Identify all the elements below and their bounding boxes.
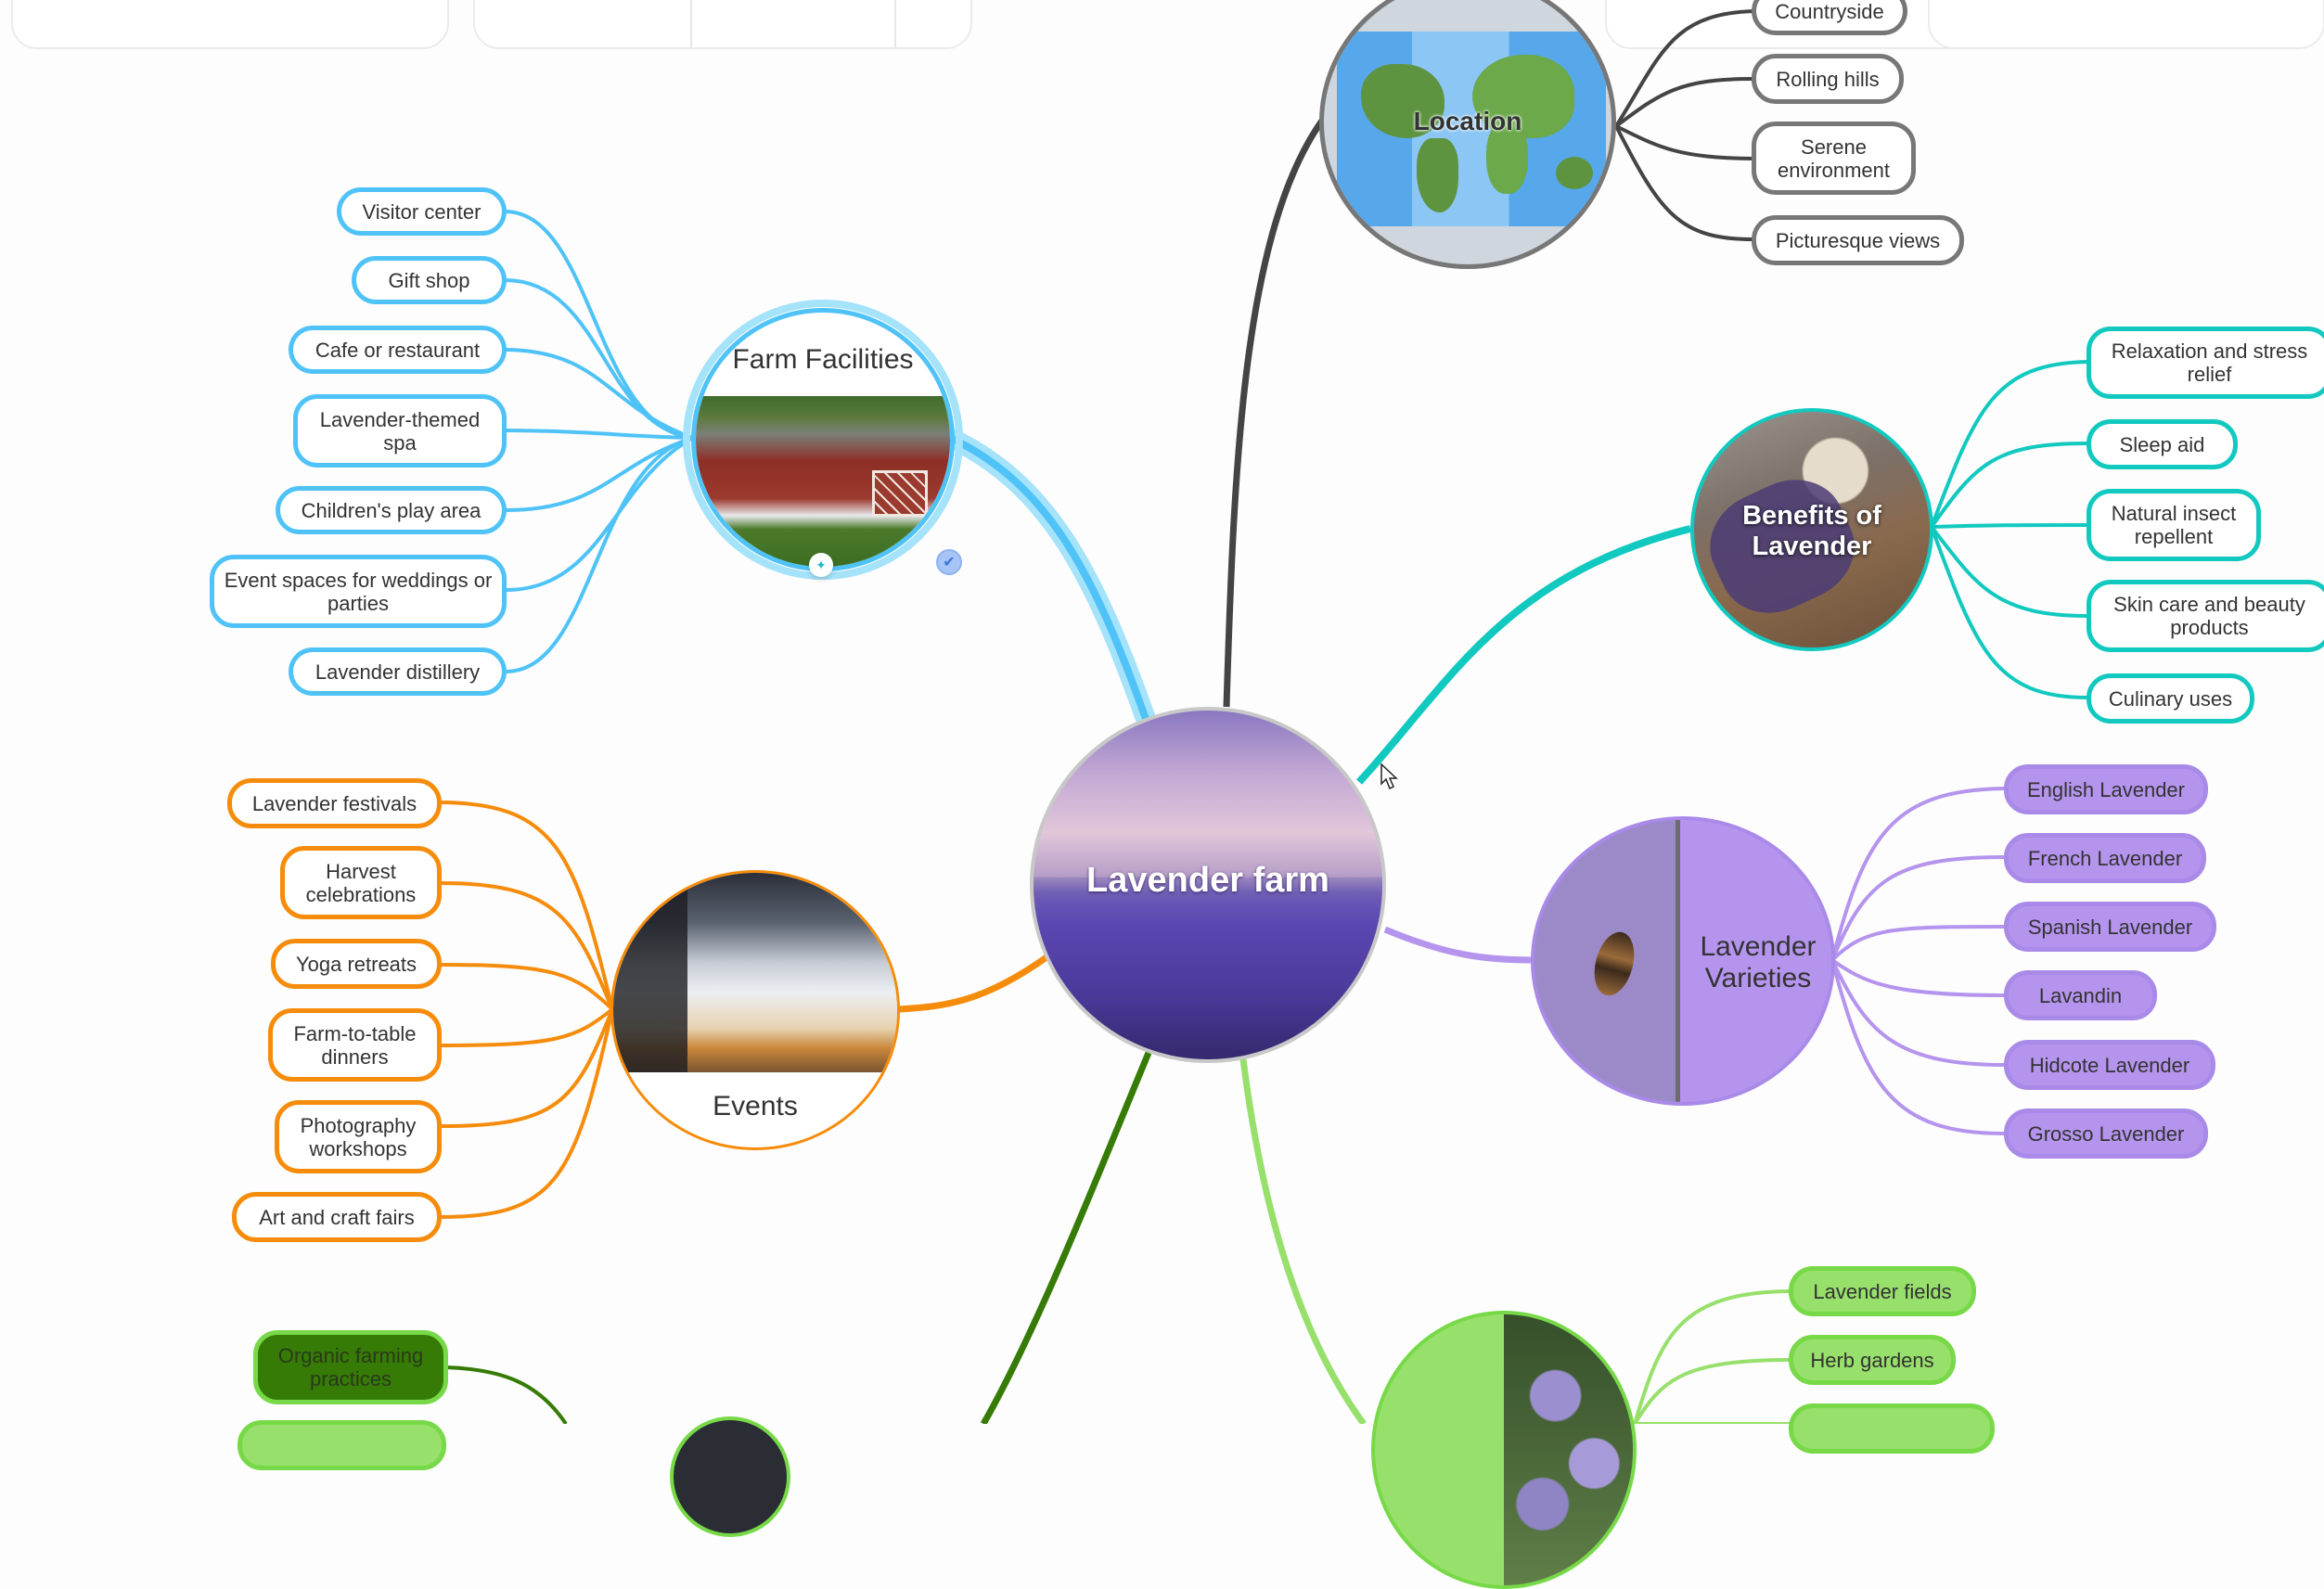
farming-node[interactable] [670, 1416, 790, 1537]
toolbar-divider [894, 0, 896, 47]
left-toolbar-panel[interactable] [11, 0, 449, 49]
mindmap-connectors [440, 9, 2088, 1424]
leaf-gift-shop[interactable]: Gift shop [352, 256, 507, 304]
continent-shape [1361, 64, 1444, 138]
leaf-lavandin[interactable]: Lavandin [2004, 970, 2157, 1020]
events-node[interactable]: Events [610, 870, 900, 1150]
leaf-spanish-lavender[interactable]: Spanish Lavender [2004, 902, 2216, 952]
wisteria-image [1504, 1314, 1633, 1585]
center-toolbar-panel[interactable] [473, 0, 972, 49]
farm-facilities-title: Farm Facilities [732, 344, 914, 375]
right-toolbar-panel-2[interactable] [1928, 0, 2324, 49]
leaf-event-spaces[interactable]: Event spaces for weddings or parties [210, 555, 507, 628]
leaf-culinary-uses[interactable]: Culinary uses [2086, 673, 2254, 724]
root-node[interactable]: Lavender farm [1030, 707, 1386, 1063]
leaf-countryside[interactable]: Countryside [1752, 0, 1907, 35]
collapse-branch-icon[interactable]: ✦ [809, 553, 833, 577]
leaf-farm-to-table-dinners[interactable]: Farm-to-table dinners [268, 1008, 442, 1082]
leaf-lavender-festivals[interactable]: Lavender festivals [227, 778, 442, 828]
leaf-cutoff-dark-green[interactable] [238, 1420, 446, 1470]
leaf-lavender-fields[interactable]: Lavender fields [1789, 1266, 1976, 1316]
leaf-yoga-retreats[interactable]: Yoga retreats [271, 939, 442, 989]
continent-shape [1486, 120, 1528, 194]
leaf-childrens-play-area[interactable]: Children's play area [276, 486, 507, 534]
leaf-picturesque-views[interactable]: Picturesque views [1752, 215, 1964, 265]
leaf-lavender-distillery[interactable]: Lavender distillery [289, 647, 507, 696]
leaf-herb-gardens[interactable]: Herb gardens [1789, 1335, 1956, 1385]
gardens-node[interactable] [1371, 1311, 1637, 1589]
lavender-field-image [1034, 878, 1382, 900]
benefits-node[interactable]: Benefits of Lavender [1690, 408, 1933, 651]
leaf-insect-repellent[interactable]: Natural insect repellent [2086, 489, 2261, 561]
leaf-organic-farming[interactable]: Organic farming practices [253, 1330, 448, 1404]
farm-facilities-node[interactable]: Farm Facilities [691, 308, 955, 571]
leaf-cutoff-green[interactable] [1789, 1403, 1995, 1454]
leaf-grosso-lavender[interactable]: Grosso Lavender [2004, 1108, 2208, 1159]
location-title: Location [1413, 107, 1522, 135]
leaf-french-lavender[interactable]: French Lavender [2004, 833, 2206, 883]
continent-shape [1556, 157, 1593, 189]
toolbar-divider [690, 0, 692, 47]
lavender-stem [1676, 820, 1680, 1102]
dining-wall [613, 873, 687, 1072]
leaf-serene-environment[interactable]: Serene environment [1752, 122, 1916, 195]
bee-image [1587, 928, 1641, 1000]
leaf-cafe-or-restaurant[interactable]: Cafe or restaurant [289, 326, 507, 374]
continent-shape [1472, 55, 1574, 138]
varieties-title: Lavender Varieties [1700, 931, 1817, 993]
continent-shape [1417, 138, 1458, 212]
leaf-lavender-spa[interactable]: Lavender-themed spa [293, 394, 507, 468]
leaf-art-and-craft-fairs[interactable]: Art and craft fairs [232, 1192, 442, 1242]
leaf-photography-workshops[interactable]: Photography workshops [275, 1100, 442, 1173]
location-node[interactable]: Location [1319, 0, 1616, 269]
leaf-relaxation[interactable]: Relaxation and stress relief [2086, 327, 2324, 399]
leaf-english-lavender[interactable]: English Lavender [2004, 764, 2208, 814]
events-title: Events [713, 1091, 798, 1121]
task-check-icon[interactable]: ✔ [936, 549, 962, 575]
leaf-hidcote-lavender[interactable]: Hidcote Lavender [2004, 1040, 2215, 1090]
varieties-node[interactable]: Lavender Varieties [1531, 816, 1835, 1106]
benefits-title: Benefits of Lavender [1742, 501, 1881, 561]
leaf-sleep-aid[interactable]: Sleep aid [2086, 419, 2238, 469]
leaf-harvest-celebrations[interactable]: Harvest celebrations [280, 846, 442, 919]
barn-door [872, 470, 928, 517]
root-title: Lavender farm [1086, 861, 1329, 900]
leaf-visitor-center[interactable]: Visitor center [337, 187, 507, 236]
leaf-skin-care[interactable]: Skin care and beauty products [2086, 580, 2324, 652]
mouse-cursor-icon [1380, 763, 1398, 790]
leaf-rolling-hills[interactable]: Rolling hills [1752, 54, 1904, 104]
